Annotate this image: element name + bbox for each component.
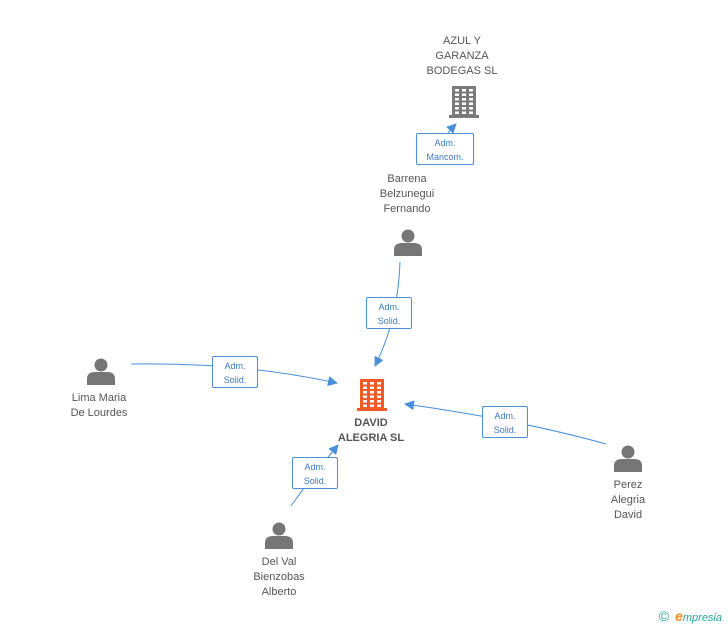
building-icon-window — [462, 98, 466, 101]
building-icon[interactable] — [357, 379, 387, 411]
building-icon-window — [455, 98, 459, 101]
building-icon-window — [377, 386, 381, 389]
building-icon-window — [455, 102, 459, 105]
building-icon-window — [462, 111, 466, 114]
building-icon-window — [363, 382, 367, 385]
building-icon-window — [469, 111, 473, 114]
edge-label-delval-david[interactable]: Adm. Solid. — [292, 457, 338, 489]
building-icon-window — [455, 89, 459, 92]
brand-logo-e: e — [675, 608, 683, 624]
person-icon[interactable] — [614, 445, 642, 473]
building-icon-base — [449, 115, 479, 118]
building-icon-window — [462, 93, 466, 96]
person-icon-body — [394, 243, 422, 256]
person-icon[interactable] — [394, 229, 422, 257]
building-icon[interactable] — [449, 86, 479, 118]
building-icon-window — [370, 395, 374, 398]
building-icon-window — [363, 386, 367, 389]
building-icon-window — [455, 93, 459, 96]
edge-label-line2: Mancom. — [426, 152, 464, 162]
building-icon-window — [377, 400, 381, 403]
edge-label-lima-david[interactable]: Adm. Solid. — [212, 356, 258, 388]
edge-label-line2: Solid. — [223, 375, 247, 385]
copyright-icon: © — [658, 608, 670, 624]
person-icon-head — [621, 445, 635, 459]
building-icon-window — [370, 404, 374, 407]
building-icon-window — [370, 386, 374, 389]
building-icon-base — [357, 408, 387, 411]
building-icon-window — [363, 395, 367, 398]
node-label-perez[interactable]: Perez Alegria David — [610, 479, 646, 521]
edge-label-line1: Adm. — [224, 361, 246, 371]
building-icon-window — [455, 111, 459, 114]
person-icon-body — [265, 536, 293, 549]
building-icon-window — [370, 391, 374, 394]
building-icon-window — [469, 89, 473, 92]
person-icon[interactable] — [87, 358, 115, 386]
edge-label-barrena-azul[interactable]: Adm. Mancom. — [416, 133, 474, 165]
person-icon-head — [401, 229, 415, 243]
node-label-barrena[interactable]: Barrena Belzunegui Fernando — [379, 173, 435, 215]
building-icon-window — [377, 391, 381, 394]
node-label-azul[interactable]: AZUL Y GARANZA BODEGAS SL — [426, 35, 498, 77]
edge-label-line2: Solid. — [377, 316, 401, 326]
person-icon-body — [87, 372, 115, 385]
brand-logo[interactable]: empresia — [675, 608, 722, 624]
building-icon-window — [469, 98, 473, 101]
building-icon-window — [363, 391, 367, 394]
person-icon-body — [614, 459, 642, 472]
brand-logo-rest: mpresia — [682, 612, 722, 624]
building-icon-window — [370, 382, 374, 385]
building-icon-window — [377, 382, 381, 385]
building-icon-window — [462, 89, 466, 92]
building-icon-window — [469, 107, 473, 110]
edge-label-line1: Adm. — [378, 302, 400, 312]
edge-label-perez-david[interactable]: Adm. Solid. — [482, 406, 528, 438]
building-icon-window — [370, 400, 374, 403]
edge-label-line1: Adm. — [494, 411, 516, 421]
building-icon-window — [455, 107, 459, 110]
person-icon-head — [94, 358, 108, 372]
edge-label-line2: Solid. — [493, 425, 517, 435]
building-icon-window — [377, 395, 381, 398]
building-icon-window — [462, 102, 466, 105]
edge-label-line1: Adm. — [434, 138, 456, 148]
node-label-david[interactable]: DAVID ALEGRIA SL — [337, 417, 405, 444]
footer-brand: © empresia — [659, 608, 722, 624]
building-icon-window — [469, 102, 473, 105]
node-label-delval[interactable]: Del Val Bienzobas Alberto — [253, 556, 305, 598]
edge-label-line1: Adm. — [304, 462, 326, 472]
building-icon-window — [469, 93, 473, 96]
node-label-lima[interactable]: Lima Maria De Lourdes — [70, 392, 128, 419]
building-icon-window — [363, 404, 367, 407]
building-icon-window — [363, 400, 367, 403]
building-icon-window — [462, 107, 466, 110]
person-icon-head — [272, 522, 286, 536]
edge-label-barrena-david[interactable]: Adm. Solid. — [366, 297, 412, 329]
person-icon[interactable] — [265, 522, 293, 550]
building-icon-window — [377, 404, 381, 407]
edge-label-line2: Solid. — [303, 476, 327, 486]
